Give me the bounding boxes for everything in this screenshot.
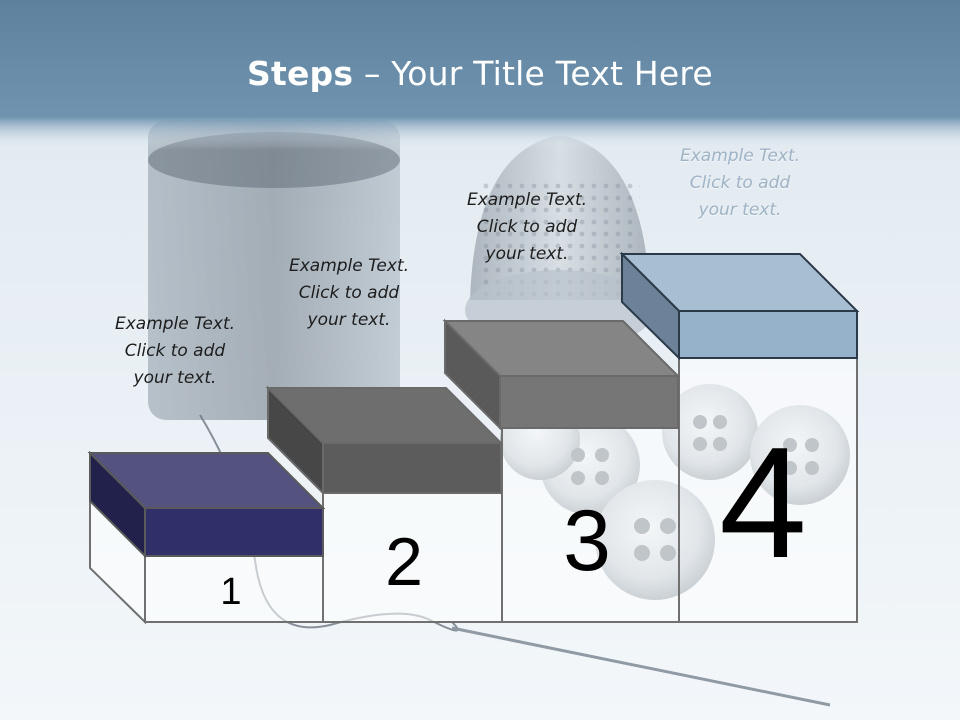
caption-line: Example Text. [288, 256, 410, 276]
step-3-number: 3 [563, 493, 611, 589]
caption-line: your text. [307, 310, 391, 330]
step-1-caption[interactable]: Example Text. Click to add your text. [85, 311, 265, 392]
caption-line: Click to add [476, 217, 578, 237]
caption-line: Example Text. [679, 146, 801, 166]
caption-line: your text. [698, 200, 782, 220]
step-1-number: 1 [220, 571, 241, 613]
step-3-block[interactable] [442, 318, 681, 431]
title-rest: – Your Title Text Here [353, 54, 713, 93]
caption-line: Click to add [689, 173, 791, 193]
step-4-caption[interactable]: Example Text. Click to add your text. [650, 143, 830, 224]
step-4-block[interactable] [619, 251, 860, 361]
step-4-number: 4 [719, 415, 807, 591]
slide-title[interactable]: Steps – Your Title Text Here [0, 54, 960, 93]
caption-line: Click to add [298, 283, 400, 303]
step-2-number: 2 [385, 524, 423, 600]
caption-line: Click to add [124, 341, 226, 361]
step-2-caption[interactable]: Example Text. Click to add your text. [259, 253, 439, 334]
step-2-block[interactable] [265, 385, 504, 496]
title-bold-word: Steps [247, 54, 354, 93]
staircase-outline [89, 357, 858, 625]
caption-line: Example Text. [466, 190, 588, 210]
caption-line: Example Text. [114, 314, 236, 334]
step-3-caption[interactable]: Example Text. Click to add your text. [437, 187, 617, 268]
caption-line: your text. [133, 368, 217, 388]
caption-line: your text. [485, 244, 569, 264]
step-1-block[interactable] [87, 450, 326, 559]
